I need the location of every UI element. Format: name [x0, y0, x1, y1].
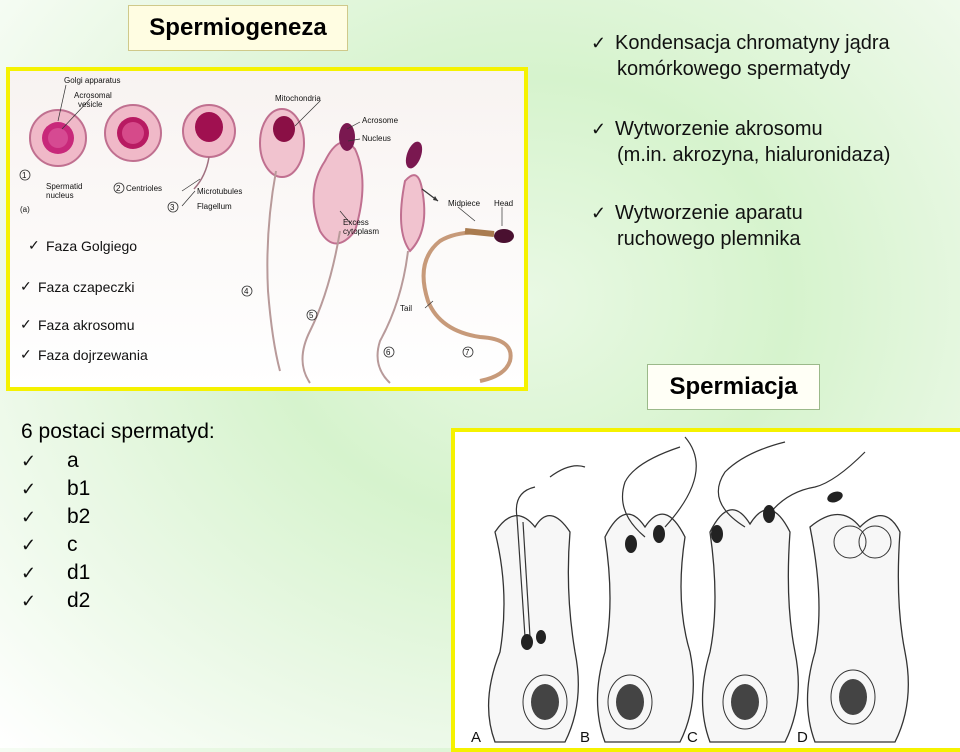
label-golgi: Golgi apparatus: [64, 76, 120, 85]
label-cytoplasm: cytoplasm: [343, 227, 379, 236]
num-1: 1: [22, 171, 27, 180]
num-5: 5: [309, 311, 314, 320]
stage-2-cell: [104, 104, 162, 162]
check-icon: ✓: [21, 562, 37, 583]
label-acrosome: Acrosome: [362, 116, 399, 125]
check-icon: ✓: [20, 278, 32, 294]
form-item: ✓c: [21, 533, 78, 556]
label-nucleus: Nucleus: [362, 134, 391, 143]
caption-a: A: [471, 729, 481, 746]
phase-golgi: ✓ Faza Golgiego: [28, 237, 138, 254]
num-3: 3: [170, 203, 175, 212]
check-icon: ✓: [591, 203, 607, 223]
spermiation-figure: A B C D: [451, 428, 960, 752]
stage-4-cell: [259, 108, 305, 372]
phase-czapeczki: ✓ Faza czapeczki: [20, 278, 135, 295]
label-centrioles: Centrioles: [126, 184, 162, 193]
check-icon: ✓: [21, 506, 37, 527]
form-item: ✓a: [21, 449, 79, 472]
num-7: 7: [465, 348, 470, 357]
title-spermiacja: Spermiacja: [647, 364, 820, 410]
check-icon: ✓: [591, 119, 607, 139]
label-excess: Excess: [343, 218, 369, 227]
form-item: ✓b1: [21, 477, 91, 500]
label-mitochondria: Mitochondria: [275, 94, 321, 103]
form-item: ✓d1: [21, 561, 91, 584]
label-head: Head: [494, 199, 513, 208]
label-flagellum: Flagellum: [197, 202, 232, 211]
label-acrosomal: Acrosomal: [74, 91, 112, 100]
check-icon: ✓: [21, 590, 37, 611]
label-spermatid-nucleus: nucleus: [46, 191, 74, 200]
check-icon: ✓: [20, 316, 32, 332]
stage-7-sperm: [421, 228, 514, 383]
spermiation-illustration: A B C D: [471, 436, 909, 746]
check-icon: ✓: [591, 33, 607, 53]
form-item: ✓b2: [21, 505, 91, 528]
check-icon: ✓: [20, 346, 32, 362]
stage-6-cell: [376, 141, 426, 384]
label-panel-a: (a): [20, 205, 30, 214]
phase-dojrzewania: ✓ Faza dojrzewania: [20, 346, 148, 363]
forms-title: 6 postaci spermatyd:: [21, 420, 215, 443]
stage-5-cell: [301, 123, 364, 384]
num-2: 2: [116, 184, 121, 193]
stage-1-cell: [29, 109, 87, 167]
check-icon: ✓: [28, 237, 40, 253]
num-4: 4: [244, 287, 249, 296]
label-midpiece: Midpiece: [448, 199, 481, 208]
point-akrosom: ✓Wytworzenie akrosomu (m.in. akrozyna, h…: [591, 118, 891, 166]
label-spermatid: Spermatid: [46, 182, 82, 191]
label-tail: Tail: [400, 304, 412, 313]
check-icon: ✓: [21, 534, 37, 555]
point-kondensacja: ✓Kondensacja chromatyny jądra komórkoweg…: [591, 32, 890, 80]
label-vesicle: vesicle: [78, 100, 103, 109]
check-icon: ✓: [21, 450, 37, 471]
check-icon: ✓: [21, 478, 37, 499]
spermiogenesis-illustration: Golgi apparatus Acrosomal vesicle Mitoch…: [19, 76, 514, 384]
stage-3-cell: [182, 104, 236, 190]
caption-d: D: [797, 729, 808, 746]
caption-b: B: [580, 729, 590, 746]
form-item: ✓d2: [21, 589, 91, 612]
spermiogenesis-figure: Golgi apparatus Acrosomal vesicle Mitoch…: [6, 67, 528, 391]
title-spermiogeneza: Spermiogeneza: [128, 5, 348, 51]
caption-c: C: [687, 729, 698, 746]
point-aparat: ✓Wytworzenie aparatu ruchowego plemnika: [591, 202, 803, 250]
phase-akrosomu: ✓ Faza akrosomu: [20, 316, 135, 333]
label-microtubules: Microtubules: [197, 187, 242, 196]
num-6: 6: [386, 348, 391, 357]
